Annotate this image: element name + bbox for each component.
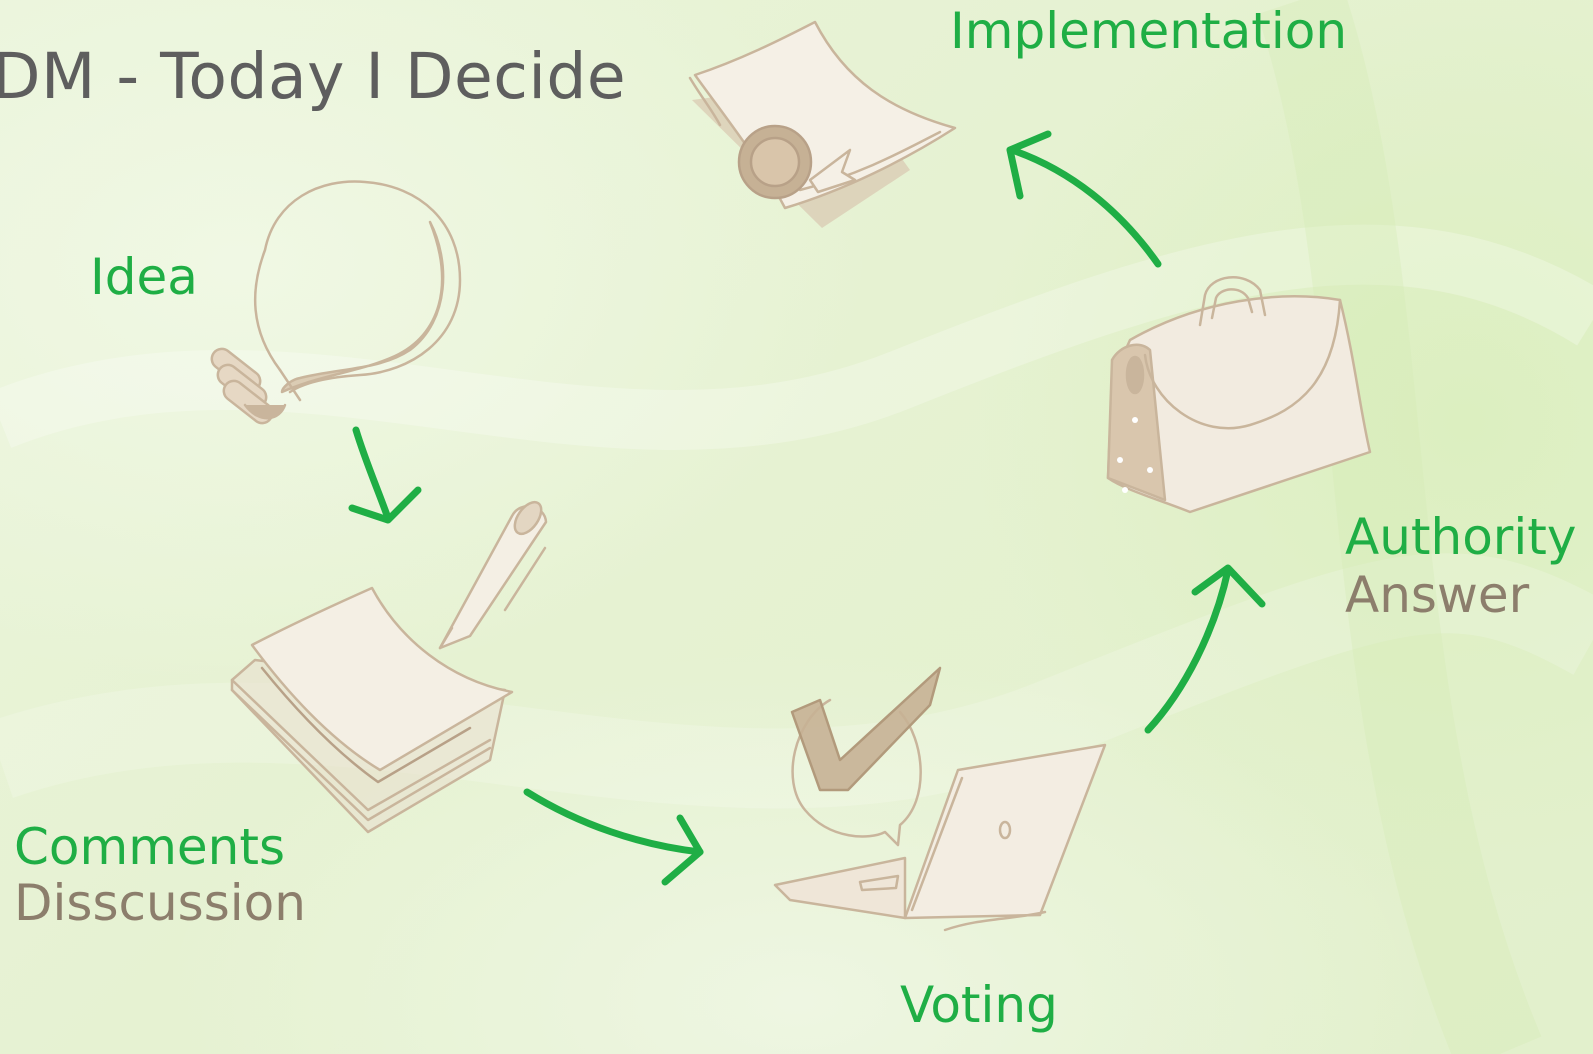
page-title: DM - Today I Decide (0, 40, 627, 113)
notepad-pencil-icon (230, 500, 548, 834)
stage-label-implementation: Implementation (950, 2, 1348, 60)
stage-label-comments: Comments (14, 818, 286, 876)
arrow-comments-to-voting (523, 788, 704, 886)
arrow-authority-to-implementation (1006, 130, 1162, 268)
briefcase-icon (1106, 276, 1372, 514)
arrow-idea-to-comments (348, 426, 422, 524)
stage-sublabel-answer: Answer (1345, 566, 1530, 624)
stage-label-idea: Idea (90, 248, 198, 306)
stage-sublabel-discussion: Disscussion (14, 874, 306, 932)
stage-label-authority: Authority (1345, 508, 1577, 566)
laptop-checkmark-icon (773, 666, 1107, 932)
arrow-voting-to-authority (1144, 564, 1266, 734)
lightbulb-icon (210, 180, 462, 425)
stage-label-voting: Voting (900, 976, 1058, 1034)
sealed-document-icon (688, 20, 957, 228)
